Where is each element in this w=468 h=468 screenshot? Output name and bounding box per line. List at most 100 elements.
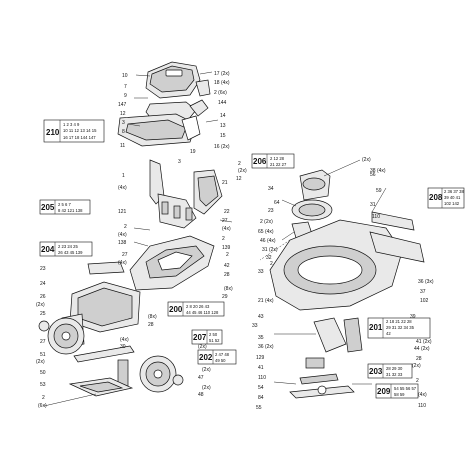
callout: 27 [222, 218, 228, 224]
callout: 34 [268, 186, 274, 192]
assembly-box-207: 207 2 50 51 52 [191, 329, 223, 345]
box-row: 54 55 56 57 [394, 386, 417, 391]
callout: 28 [416, 356, 422, 362]
callout: 32 [266, 255, 272, 261]
grass-bag-assembly [61, 261, 141, 349]
callout: 24 [40, 281, 46, 287]
callout: 110 [418, 403, 426, 409]
box-row: 2 12 28 [270, 156, 285, 161]
callout: 47 [198, 375, 204, 381]
callout: (4x) [118, 260, 127, 266]
callout: 23 [268, 208, 274, 214]
box-number: 203 [369, 367, 383, 376]
assembly-box-203: 203 28 29 30 31 32 33 [367, 363, 413, 379]
box-number: 210 [46, 128, 60, 137]
callout: 30 [120, 344, 126, 350]
assembly-box-205: 205 2 5 6 7 8 42 121 138 [39, 199, 91, 215]
callout: 23 [40, 266, 46, 272]
box-number: 209 [377, 387, 391, 396]
box-row: 28 29 30 [386, 366, 403, 371]
callout: 27 [40, 339, 46, 345]
callout: 19 [190, 149, 196, 155]
callout: 12 [120, 111, 126, 117]
callout: 2 [222, 236, 225, 242]
callout: 2 [226, 252, 229, 258]
callout: 17 (2x) [214, 71, 230, 77]
assembly-box-201: 201 2 18 21 22 28 29 31 32 34 35 42 [367, 317, 431, 339]
callout: 38 (4x) [370, 168, 386, 174]
front-wheel [139, 355, 184, 393]
callout: 65 (4x) [258, 229, 274, 235]
callout: 22 [224, 209, 230, 215]
callout: 25 [40, 311, 46, 317]
callout: 2 [238, 161, 241, 167]
callout: 9 [124, 93, 127, 99]
callout: 37 [420, 289, 426, 295]
callout: 29 [222, 294, 228, 300]
assembly-box-202: 202 2 47 48 49 50 [197, 349, 237, 365]
callout: (4x) [120, 337, 129, 343]
callout: 41 [258, 365, 264, 371]
box-row: 102 142 [444, 201, 460, 206]
callout: 18 (4x) [214, 80, 230, 86]
box-row: 51 52 [209, 338, 220, 343]
callout-labels: 10 7 9 147 12 3 8 11 (4x) 1 3 2 (4x) 121… [36, 71, 434, 411]
box-row: 26 43 45 139 [58, 250, 83, 255]
box-row: 58 59 [394, 392, 405, 397]
callout: (2x) [202, 385, 211, 391]
callout: 28 [224, 272, 230, 278]
box-number: 208 [429, 193, 443, 202]
callout: 7 [124, 84, 127, 90]
box-row: 31 32 33 [386, 372, 403, 377]
callout: 2 [42, 395, 45, 401]
box-row: 2 23 24 25 [58, 244, 78, 249]
callout: 21 [222, 180, 228, 186]
box-number: 202 [199, 353, 213, 362]
callout: 102 [420, 298, 429, 304]
callout: 2 (2x) [260, 219, 273, 225]
callout: 43 [258, 314, 264, 320]
box-row: 44 45 46 110 128 [186, 310, 219, 315]
callout: 21 (4x) [258, 298, 274, 304]
box-row: 2 18 21 22 28 [386, 319, 412, 324]
callout: 138 [118, 240, 127, 246]
callout: 27 [122, 252, 128, 258]
box-number: 207 [193, 333, 207, 342]
callout: 147 [118, 102, 127, 108]
callout: (2x) [202, 367, 211, 373]
callout: (6x) [38, 403, 47, 409]
callout: 36 (2x) [258, 344, 274, 350]
rear-wheel-left [38, 317, 85, 355]
callout: 31 (2x) [262, 247, 278, 253]
callout: (4x) [418, 392, 427, 398]
box-row: 2 5 6 7 [58, 202, 71, 207]
callout: (8x) [224, 286, 233, 292]
callout: 10 [122, 73, 128, 79]
callout: (4x) [118, 232, 127, 238]
callout: 41 (2x) [416, 339, 432, 345]
motor-assembly [291, 169, 333, 239]
callout: 53 [40, 382, 46, 388]
box-number: 201 [369, 323, 383, 332]
callout: 26 [40, 294, 46, 300]
callout: (2x) [36, 302, 45, 308]
callout: 3 [178, 159, 181, 165]
callout: (8x) [148, 314, 157, 320]
assembly-box-208: 208 2 36 37 38 39 40 41 102 142 [427, 187, 464, 209]
box-number: 204 [41, 245, 55, 254]
callout: 2 (6x) [214, 90, 227, 96]
callout: (2x) [362, 157, 371, 163]
callout: 12 [236, 176, 242, 182]
callout: 59 [376, 188, 382, 194]
box-row: 29 31 32 34 35 [386, 325, 415, 330]
callout: 50 [40, 370, 46, 376]
callout: 3 [122, 120, 125, 126]
box-row: 10 11 12 13 14 15 [63, 128, 97, 133]
chassis-assembly [129, 159, 223, 291]
assembly-box-209: 209 54 55 56 57 58 59 [375, 383, 419, 399]
box-row: 1 2 3 4 9 [63, 122, 80, 127]
box-number: 206 [253, 157, 267, 166]
box-number: 200 [169, 305, 183, 314]
chute-and-blade [289, 317, 363, 399]
